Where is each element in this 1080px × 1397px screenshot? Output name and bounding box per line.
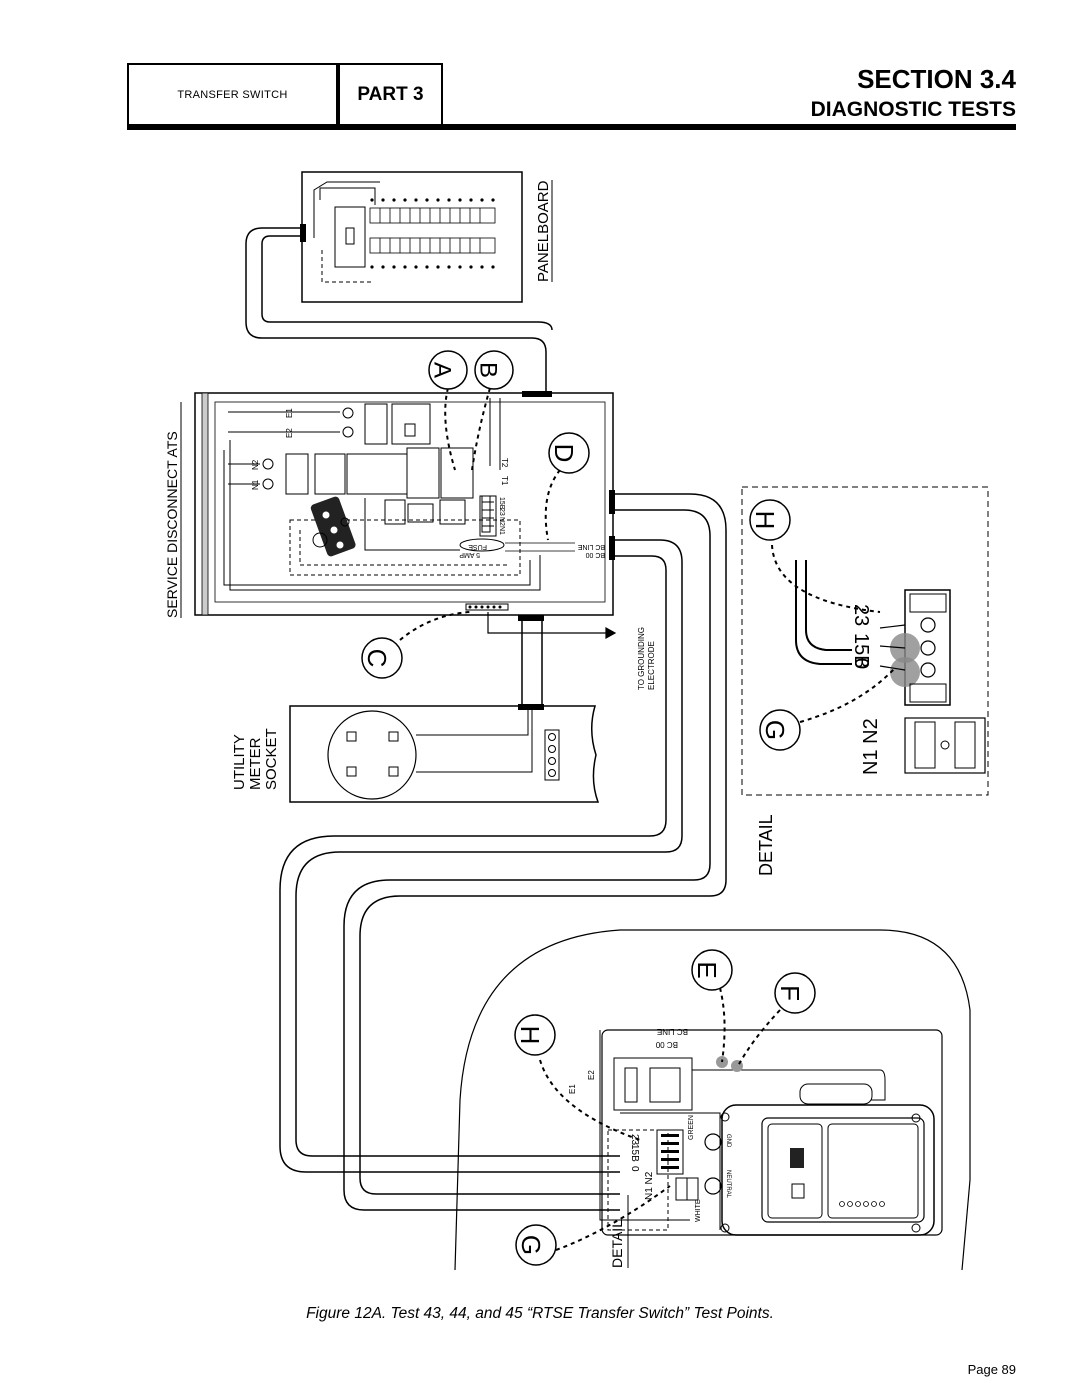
meter-label-line3: SOCKET	[263, 728, 280, 790]
page-number: Page 89	[967, 1362, 1016, 1377]
meter-label-line1: UTILITY	[231, 734, 248, 790]
panelboard	[300, 171, 523, 303]
grounding-label-line2: ELECTRODE	[647, 641, 656, 690]
label-n1-ats: N1	[498, 526, 505, 535]
neutral-block	[904, 717, 986, 774]
label-n1: N1	[251, 479, 260, 490]
generator-labels: E1 E2 BC LINE BC 00 23 15B 0 N1 N2 GREEN…	[568, 1027, 731, 1222]
test-point-d-label: D	[549, 444, 579, 463]
terminal-strip	[879, 589, 951, 706]
test-point-c: C	[361, 637, 403, 679]
label-n2-ats: N2	[498, 517, 505, 526]
label-bc-line-ats: BC LINE	[577, 543, 605, 550]
meter-terminal-block	[310, 496, 356, 557]
test-point-g-upper-label: G	[760, 720, 790, 740]
detail-label-lower: DETAIL	[609, 1220, 625, 1268]
conduit-panel-to-ats	[245, 227, 553, 393]
grounding-label-line1: TO GROUNDING	[637, 627, 646, 690]
test-point-c-label: C	[362, 649, 392, 668]
generator-housing	[454, 929, 971, 1271]
gen-label-e1: E1	[568, 1084, 577, 1094]
grounding-wire	[487, 612, 617, 640]
header-category: TRANSFER SWITCH	[177, 88, 288, 101]
test-point-h-upper: H	[749, 499, 791, 541]
detail-label-n1n2: N1 N2	[860, 718, 882, 775]
gen-label-e2: E2	[587, 1070, 596, 1080]
test-point-h-lower-label: H	[515, 1026, 545, 1045]
header-rule	[127, 124, 1016, 130]
header-category-box: TRANSFER SWITCH	[127, 63, 338, 126]
ats-label: SERVICE DISCONNECT ATS	[164, 431, 180, 618]
gen-label-bc-line: BC LINE	[657, 1027, 688, 1036]
ats-terminal-labels: E1 E2 N2 N1 T1 T2 15B 23 N2 N1 FUSE 5 AM…	[251, 408, 605, 558]
detail-label-23: 23	[850, 604, 872, 626]
wiring-diagram: PANELBOARD	[164, 171, 989, 1271]
gen-label-white: WHITE	[695, 1199, 702, 1222]
test-point-e-label: E	[692, 961, 722, 978]
gen-label-0: 0	[629, 1166, 640, 1172]
label-t1: T1	[500, 476, 509, 486]
label-fuse: FUSE	[468, 543, 487, 550]
gen-label-15b: 15B	[629, 1144, 640, 1162]
probe-lines	[399, 387, 896, 1251]
header-part: PART 3	[357, 83, 424, 105]
gen-label-bc00: BC 00	[655, 1040, 678, 1049]
section-title: SECTION 3.4	[857, 64, 1016, 94]
gen-label-n1n2: N1 N2	[644, 1171, 655, 1200]
header-part-box: PART 3	[338, 63, 443, 126]
gen-label-gnd: GND	[725, 1134, 731, 1148]
label-e1: E1	[285, 408, 294, 418]
conduit-ats-to-meter	[521, 615, 543, 708]
label-15b-ats: 15B	[498, 497, 505, 510]
detail-label-0: 0	[850, 658, 872, 669]
test-point-b: B	[474, 350, 514, 390]
service-disconnect-ats	[194, 392, 614, 616]
label-5amp: 5 AMP	[459, 551, 480, 558]
utility-meter-socket	[289, 705, 600, 803]
detail-label-15b: 15B	[850, 633, 872, 669]
label-e2: E2	[285, 428, 294, 438]
label-n2: N2	[251, 459, 260, 470]
test-point-f: F	[774, 972, 816, 1014]
test-point-h-lower: H	[514, 1014, 556, 1056]
test-point-d: D	[548, 432, 590, 474]
gen-label-neutral: NEUTRAL	[725, 1170, 731, 1199]
meter-label-line2: METER	[247, 737, 264, 790]
detail-label-upper: DETAIL	[756, 814, 776, 876]
conduits-ats-right	[279, 493, 727, 1211]
label-t2: T2	[500, 458, 509, 468]
gen-label-green: GREEN	[688, 1115, 695, 1140]
panelboard-label: PANELBOARD	[535, 180, 552, 282]
test-point-b-label: B	[475, 362, 502, 378]
test-point-g-lower-label: G	[516, 1235, 546, 1255]
test-point-g-upper: G	[759, 709, 801, 751]
detail-box-upper	[741, 486, 989, 796]
test-point-e: E	[691, 949, 733, 991]
figure-caption: Figure 12A. Test 43, 44, and 45 “RTSE Tr…	[306, 1305, 774, 1322]
label-bc00-ats: BC 00	[585, 551, 605, 558]
detail-upper-labels: 23 15B 0 N1 N2	[850, 604, 882, 775]
test-point-a-label: A	[429, 362, 456, 378]
test-point-g-lower: G	[515, 1224, 557, 1266]
test-point-a: A	[428, 350, 468, 390]
section-subtitle: DIAGNOSTIC TESTS	[810, 98, 1016, 121]
test-point-f-label: F	[775, 985, 805, 1001]
test-point-h-upper-label: H	[750, 511, 780, 530]
label-23-ats: 23	[498, 508, 505, 516]
gen-label-23: 23	[629, 1134, 640, 1146]
